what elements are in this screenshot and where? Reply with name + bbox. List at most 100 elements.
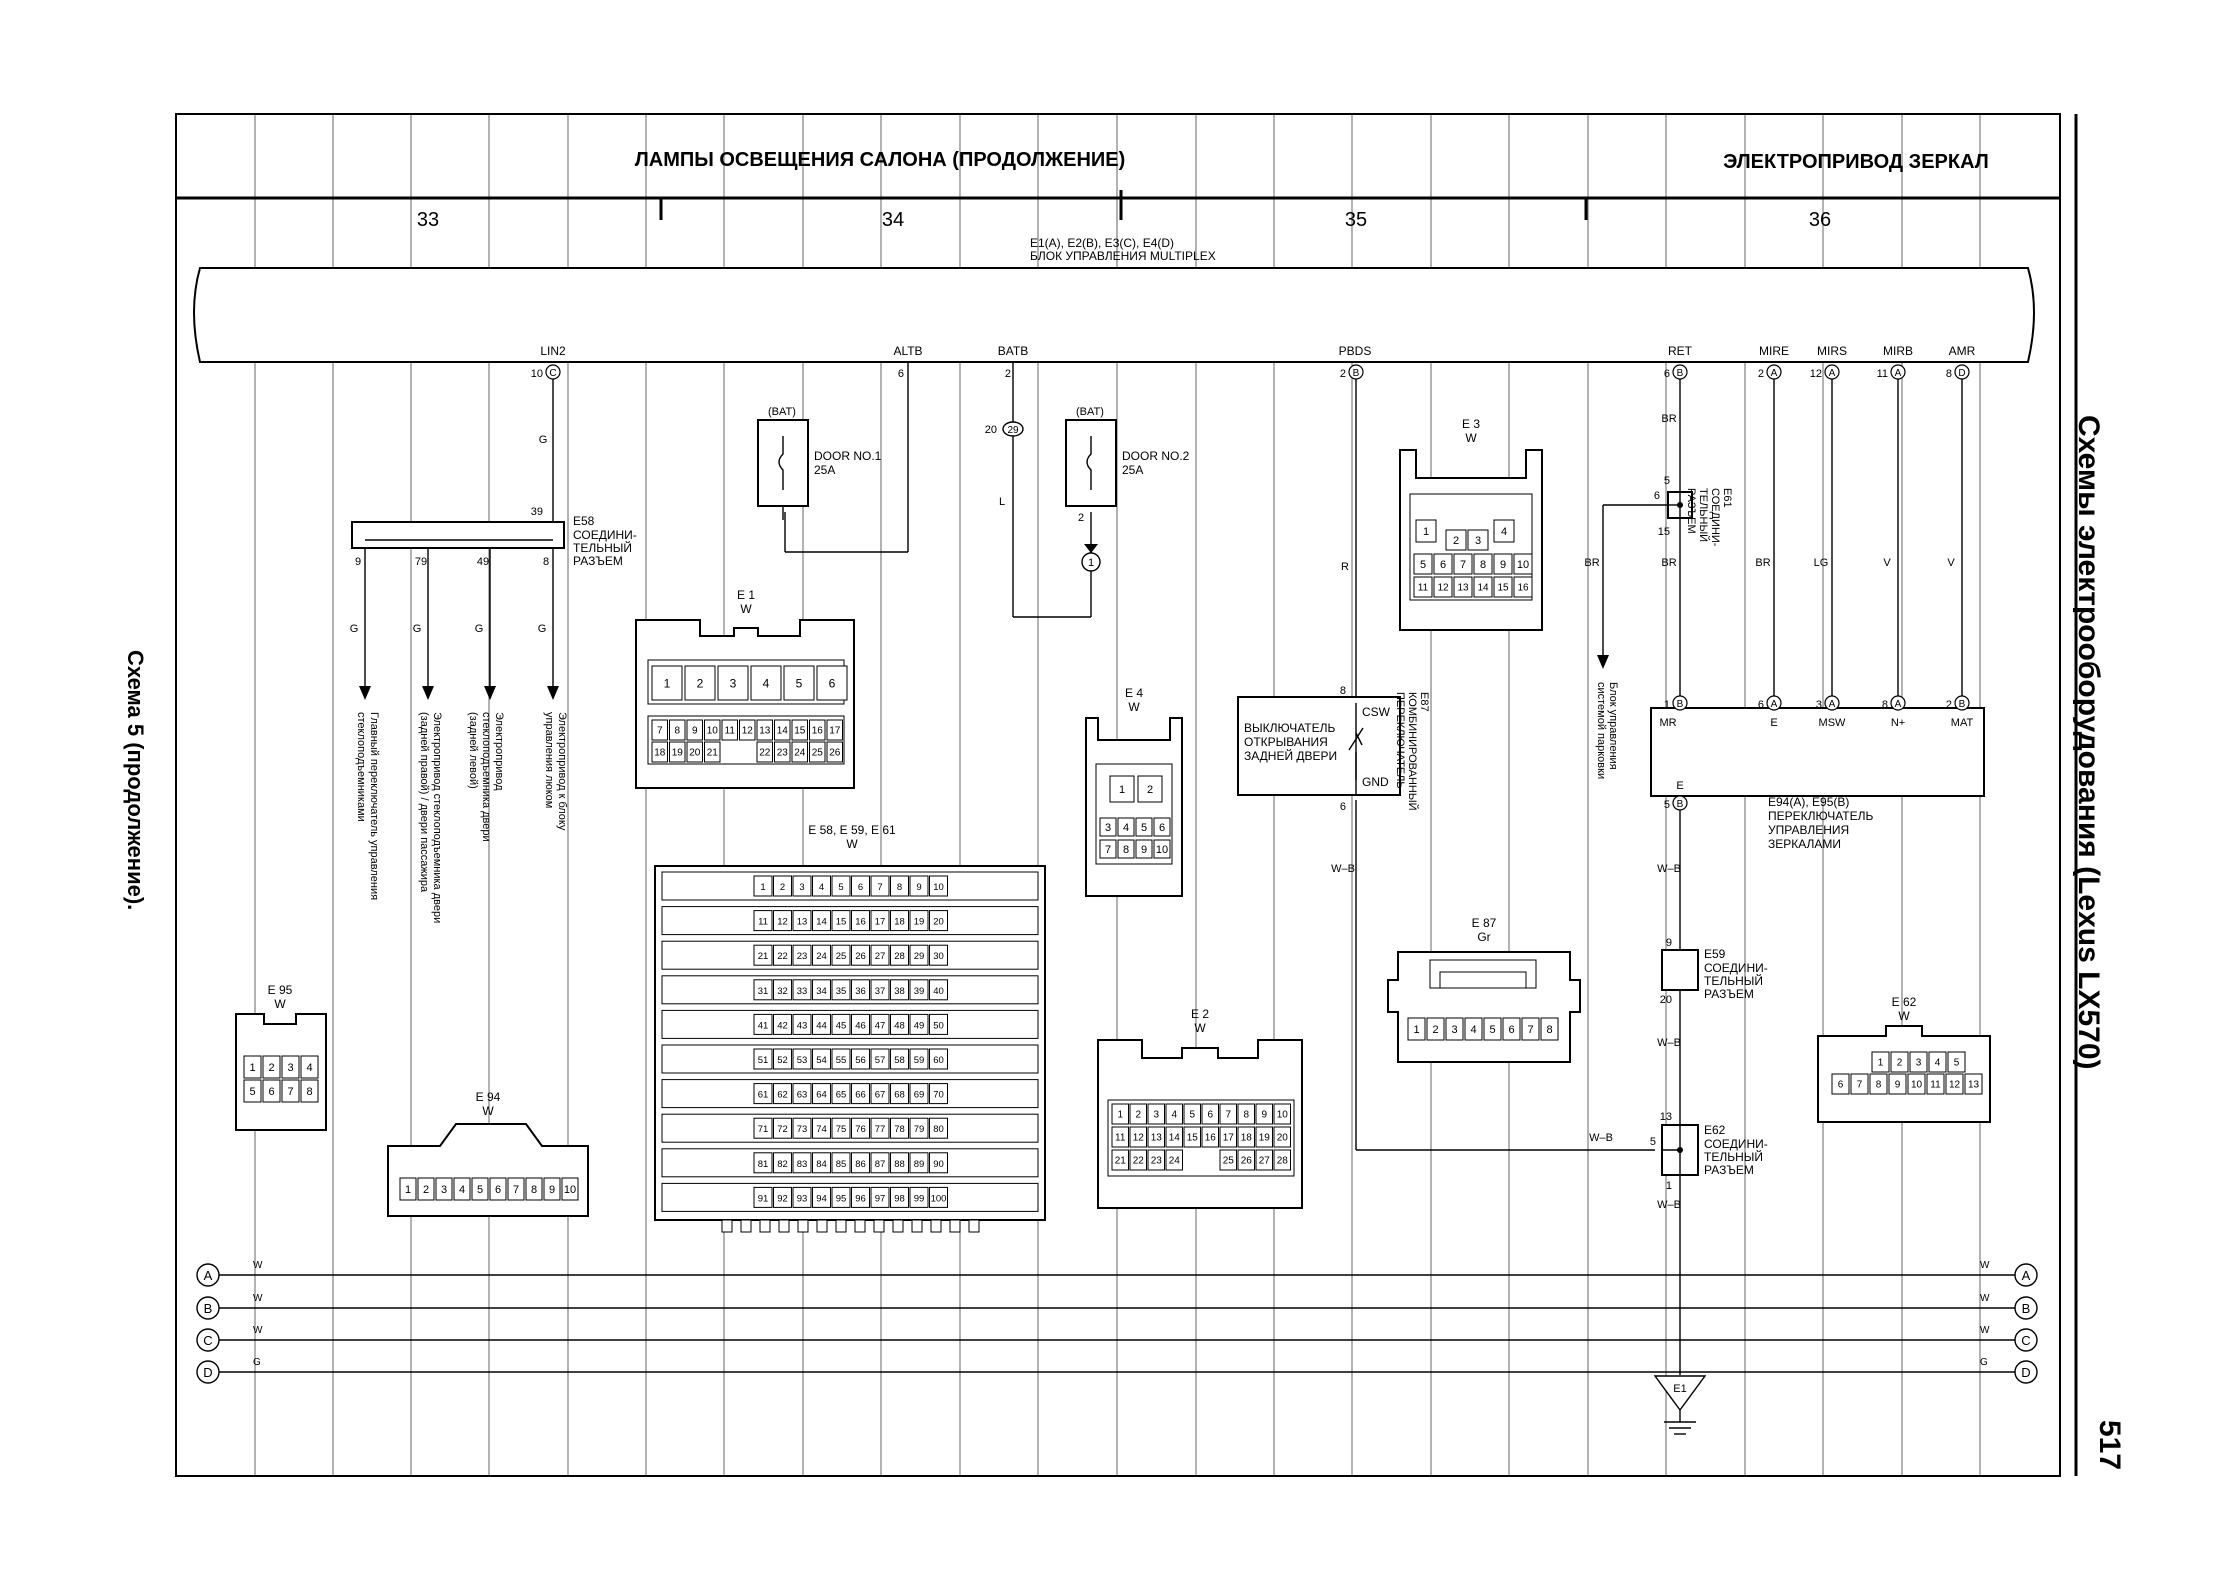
connector-pin-cell: [851, 1048, 870, 1070]
connector-pin-label: 10: [1517, 559, 1529, 571]
connector-pin-label: 12: [1949, 1080, 1961, 1091]
e62-line3: РАЗЪЕМ: [1704, 1163, 1754, 1177]
connector-tooth: [854, 1219, 866, 1233]
connector-pin-cell: [851, 1013, 870, 1035]
connector-pin-label: 4: [459, 1184, 465, 1196]
ms-pin-ground: 5: [1664, 799, 1670, 811]
connector-pin-cell: [890, 979, 909, 1001]
connector-pin-label: 64: [816, 1090, 827, 1101]
ms-letter-ground: B: [1677, 799, 1684, 810]
connector-pin-cell: [851, 1083, 870, 1105]
connector-pin-cell: [929, 944, 948, 966]
connector-pin-label: 21: [758, 951, 769, 962]
side-title-left: Схема 5 (продолжение).: [123, 650, 148, 911]
connector-pin-cell: [1255, 1149, 1273, 1171]
connector-pin-cell: [792, 1152, 812, 1174]
connector-pin-label: 11: [758, 917, 768, 928]
pin-name-batb: BATB: [998, 344, 1028, 358]
connector-pin-label: 4: [1123, 822, 1129, 834]
connector-pin-label: 23: [1151, 1156, 1163, 1167]
connector-pin-cell: [929, 1117, 948, 1139]
connector-pin-cell: [870, 910, 890, 932]
wire-color-br-4: BR: [1755, 557, 1770, 569]
connector-pin-cell: [890, 910, 909, 932]
connector-pin-cell: [792, 979, 812, 1001]
connector-pin-cell: [1237, 1103, 1255, 1125]
side-title-right: Схемы электрооборудования (Lexus LX570): [2072, 415, 2105, 1070]
connector-pin-label: 19: [914, 917, 925, 928]
connector-pin-cell: [1201, 1126, 1219, 1148]
connector-pin-label: 9: [1895, 1080, 1901, 1091]
connector-pin-cell: [1540, 1017, 1559, 1041]
connector-pin-cell: [909, 944, 929, 966]
connector-pin-label: 94: [816, 1193, 827, 1204]
e58-line1: СОЕДИНИ-: [573, 528, 637, 542]
left-output-4: Главный переключатель управления стеклоп…: [355, 712, 380, 901]
connector-pin-label: 11: [1418, 583, 1429, 594]
connector-pin-cell: [1237, 1126, 1255, 1148]
pin-num-amr: 8: [1946, 368, 1952, 380]
connector-pin-label: 9: [549, 1184, 555, 1196]
connector-pin-cell: [792, 1083, 812, 1105]
connector-pin-label: 99: [914, 1193, 925, 1204]
connector-pin-cell: [870, 1013, 890, 1035]
connector-pin-label: 8: [1123, 844, 1129, 856]
connector-pin-cell: [1415, 519, 1437, 543]
connector-pin-label: 41: [758, 1020, 769, 1031]
connector-pin-cell: [870, 875, 890, 897]
connector-pin-cell: [783, 665, 815, 701]
connector-pin-cell: [909, 979, 929, 1001]
fuse-door-1: [757, 419, 809, 520]
ms-mr: MR: [1659, 717, 1676, 729]
connector-pin-label: 29: [914, 951, 925, 962]
connector-pin-label: 25: [812, 748, 824, 759]
connector-pin-label: 8: [1480, 559, 1486, 571]
ground-e1-label: E1: [1673, 1383, 1686, 1395]
connector-pin-label: 8: [674, 726, 680, 737]
connector-pin-label: 54: [816, 1055, 827, 1066]
connector-pin-cell: [1483, 1017, 1502, 1041]
connector-pin-label: 93: [797, 1193, 808, 1204]
e61-pin-bottom: 15: [1658, 526, 1670, 538]
connector-pin-label: 23: [777, 748, 789, 759]
e1-color: W: [740, 602, 752, 616]
connector-pin-cell: [1445, 529, 1467, 551]
j29-num: 20: [985, 424, 997, 436]
bus-label-a-left: A: [204, 1268, 213, 1283]
e94-color: W: [482, 1104, 494, 1118]
wire-color-wb-4: W–B: [1589, 1132, 1613, 1144]
connector-pin-label: 7: [513, 1184, 519, 1196]
ms-pin-np: 8: [1882, 699, 1888, 711]
connector-pin-cell: [669, 719, 686, 741]
ms-mat: MAT: [1951, 717, 1974, 729]
ms-line3: УПРАВЛЕНИЯ: [1768, 823, 1849, 837]
connector-pin-label: 4: [1470, 1024, 1476, 1036]
e4-connector-body: [1085, 717, 1183, 897]
connector-pin-cell: [753, 1186, 773, 1208]
connector-pin-cell: [453, 1177, 471, 1201]
connector-pin-label: 2: [1432, 1024, 1438, 1036]
connector-pin-label: 86: [855, 1159, 866, 1170]
grid-number-34: 34: [882, 209, 904, 231]
connector-pin-cell: [1111, 1149, 1129, 1171]
connector-pin-label: 9: [692, 726, 698, 737]
connector-pin-cell: [909, 875, 929, 897]
connector-pin-cell: [812, 979, 831, 1001]
connector-pin-label: 9: [1141, 844, 1147, 856]
connector-pin-cell: [1165, 1126, 1183, 1148]
grid-number-36: 36: [1809, 209, 1831, 231]
connector-pin-cell: [1413, 576, 1433, 598]
connector-tooth: [797, 1219, 809, 1233]
connector-pin-cell: [812, 1186, 831, 1208]
e61-title: E61: [1721, 488, 1733, 508]
connector-pin-cell: [1273, 1103, 1291, 1125]
connector-pin-label: 8: [1243, 1110, 1249, 1121]
bus-label-b-right: B: [2022, 1301, 2031, 1316]
fuse2-pin: 2: [1078, 512, 1084, 524]
connector-pin-cell: [756, 741, 773, 763]
connector-pin-label: 77: [875, 1124, 886, 1135]
connector-pin-label: 48: [894, 1020, 905, 1031]
